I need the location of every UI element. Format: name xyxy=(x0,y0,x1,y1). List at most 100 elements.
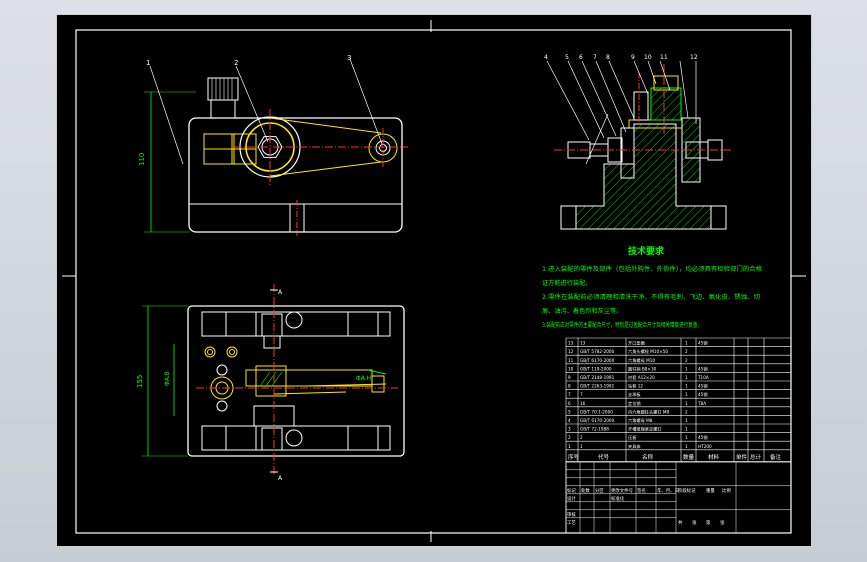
title-block: 标记处数分区更改文件号签名年、月、日设计标准化审核工艺阶段标记重量比例共张第张 xyxy=(565,461,792,534)
tech-req-line-1: 1.进入装配的零件及部件（包括外购件、外协件），均必须具有检验部门的合格 xyxy=(542,265,763,273)
bom-code: GB/T 2148-1991 xyxy=(580,375,615,380)
title-block-label: 设计 xyxy=(567,495,576,502)
bom-qty: 1 xyxy=(685,444,688,449)
tech-req-line-2: 证方能进行装配。 xyxy=(542,279,592,287)
section-view xyxy=(546,60,732,230)
title-block-label: 重量 xyxy=(706,487,715,494)
section-mark-a-bottom: A xyxy=(278,475,283,482)
bom-name: 六角头螺栓 M10×50 xyxy=(628,348,668,355)
bom-row: 11 GB/T 6170-2000 六角螺母 M10 2 xyxy=(568,357,688,364)
balloon-2: 2 xyxy=(234,59,238,67)
bom-name: 内六角圆柱头螺钉 M8 xyxy=(628,408,669,415)
bom-no: 6 xyxy=(568,401,571,406)
bom-qty: 1 xyxy=(685,427,688,432)
title-block-label: 标记 xyxy=(567,487,576,494)
bom-name: 夹具体 xyxy=(628,443,641,450)
bom-material: 45钢 xyxy=(698,365,708,372)
bom-code: GB/T 70.1-2000 xyxy=(580,409,613,414)
title-block-label: 年、月、日 xyxy=(657,487,679,494)
bom-material: HT200 xyxy=(698,444,712,449)
bom-row: 13 13 开口垫圈 1 45钢 xyxy=(568,340,708,347)
title-block-label: 更改文件号 xyxy=(611,487,634,494)
title-block-label: 阶段标记 xyxy=(678,487,696,494)
bom-name: 支承板 xyxy=(628,391,641,398)
bom-no: 5 xyxy=(568,409,571,414)
title-block-label: 第 xyxy=(706,519,711,526)
tech-req-lines: 1.进入装配的零件及部件（包括外购件、外协件），均必须具有检验部门的合格 证方能… xyxy=(542,265,763,329)
bom-no: 11 xyxy=(568,358,574,363)
outer-frame xyxy=(56,14,812,547)
bom-qty: 1 xyxy=(685,375,688,380)
bom-code: 16 xyxy=(580,401,586,406)
balloon-9: 9 xyxy=(631,54,635,61)
balloon-8: 8 xyxy=(606,54,610,61)
bom-no: 13 xyxy=(568,341,574,346)
bom-qty: 1 xyxy=(685,341,688,346)
bom-name: 开槽锥端紧定螺钉 xyxy=(628,426,662,433)
bom-qty: 1 xyxy=(685,435,688,440)
assembly-drawing: 110 1 2 3 xyxy=(56,14,812,547)
inner-frame xyxy=(75,29,792,534)
balloon-7: 7 xyxy=(593,54,597,61)
tech-req-line-5: 3.装配前应对零件的主要配合尺寸，特别是过盈配合尺寸及相关精度进行复查。 xyxy=(542,321,702,329)
bom-header-cell: 名称 xyxy=(642,453,654,461)
bom-name: 开口垫圈 xyxy=(628,340,645,347)
tech-req-line-4: 屑、油污、着色剂和灰尘等。 xyxy=(542,307,622,315)
bom-material: T10A xyxy=(697,375,709,380)
balloon-4: 4 xyxy=(544,54,548,61)
title-block-label: 张 xyxy=(720,519,725,526)
bom-qty: 2 xyxy=(685,358,688,363)
balloon-10: 10 xyxy=(644,54,652,61)
title-block-frame xyxy=(565,461,792,534)
bom-no: 12 xyxy=(568,349,574,354)
title-block-label: 比例 xyxy=(722,487,731,494)
title-block-label: 工艺 xyxy=(567,520,576,526)
title-block-label: 分区 xyxy=(595,487,604,494)
bom-material: 45钢 xyxy=(698,340,708,347)
top-inner-dim: ΦA.B xyxy=(164,371,171,386)
bom-header-cell: 材料 xyxy=(708,453,720,461)
balloon-6: 6 xyxy=(579,54,583,61)
bom-code: 13 xyxy=(580,341,586,346)
bom-qty: 2 xyxy=(685,349,688,354)
bom-code: GB/T 6170-2000 xyxy=(580,418,615,423)
balloon-12: 12 xyxy=(690,54,698,61)
bom-material: 45钢 xyxy=(698,391,708,398)
bom-material: 45钢 xyxy=(698,434,708,441)
bom-material: T8A xyxy=(697,401,706,406)
bom-no: 1 xyxy=(568,444,571,449)
section-mark-a-top: A xyxy=(278,289,283,296)
title-block-label: 标准化 xyxy=(611,495,625,502)
title-block-label: 处数 xyxy=(581,487,590,494)
balloon-5: 5 xyxy=(565,54,569,61)
bom-code: 2 xyxy=(580,435,583,440)
bom-code: GB/T 6170-2000 xyxy=(580,358,615,363)
bom-code: GB/T 2263-1991 xyxy=(580,384,615,389)
bom-qty: 1 xyxy=(685,392,688,397)
tech-req-title: 技术要求 xyxy=(628,245,665,257)
top-section-tag: ΦA.H xyxy=(356,375,371,382)
bom-header-cell: 数量 xyxy=(683,453,695,461)
bom-no: 3 xyxy=(568,427,571,432)
front-view: 110 xyxy=(138,58,408,236)
balloon-3: 3 xyxy=(347,54,351,62)
drawing-canvas[interactable]: 110 1 2 3 xyxy=(56,14,812,547)
bom-name: 圆柱销 B8×30 xyxy=(628,365,657,372)
bom-no: 9 xyxy=(568,375,571,380)
tech-req-line-3: 2.零件在装配前必须清理和清洗干净，不得有毛刺、飞边、氧化皮、锈蚀、切 xyxy=(542,293,760,301)
bom-no: 2 xyxy=(568,435,571,440)
bom-header-cell: 备注 xyxy=(770,453,782,461)
bom-name: 六角螺母 M10 xyxy=(628,357,655,364)
